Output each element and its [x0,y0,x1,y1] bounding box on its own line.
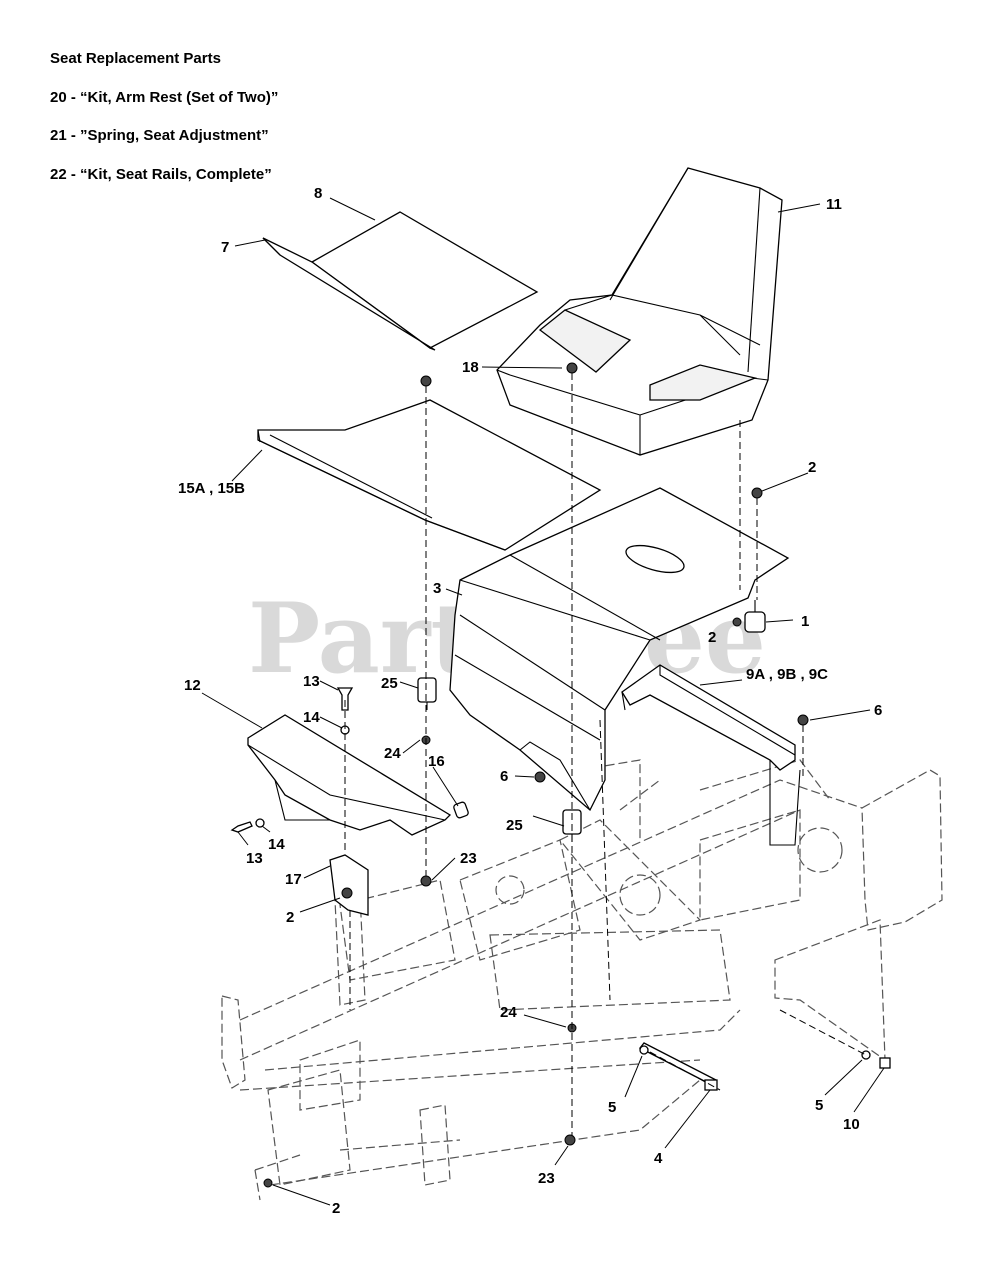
part-25-spacer-lower [562,809,582,842]
callout-23-lower: 23 [538,1170,555,1187]
part-2-nut-bumper [732,617,742,627]
part-2-nut-upper [751,487,763,499]
callout-8: 8 [314,185,322,202]
callout-14-upper: 14 [303,709,320,726]
callout-2-bumper: 2 [708,629,716,646]
callout-6-right: 6 [874,702,882,719]
callout-13-upper: 13 [303,673,320,690]
callout-labels: 8 7 11 18 15A , 15B 2 3 2 1 12 13 14 25 … [178,185,882,1217]
callout-10: 10 [843,1116,860,1133]
callout-24-upper: 24 [384,745,401,762]
part-7-seat-film [262,237,436,351]
part-4-bolt [638,1042,718,1091]
part-23-nut-lower [564,1134,576,1146]
part-9-rear-bracket [621,664,801,846]
part-12-side-bracket [247,714,452,836]
part-14-washer-lower [255,818,265,828]
part-1-bumper [744,600,766,633]
part-5-washer-left [639,1045,649,1055]
callout-13-lower: 13 [246,850,263,867]
callout-12: 12 [184,677,201,694]
part-3-seat-pan [449,487,790,812]
part-18-nut-left [420,375,432,387]
callout-18: 18 [462,359,479,376]
part-5-washer-right [861,1050,871,1060]
callout-25-lower: 25 [506,817,523,834]
assembly-lines [344,373,867,1135]
callout-15: 15A , 15B [178,480,245,497]
callout-2-upper: 2 [808,459,816,476]
callout-9: 9A , 9B , 9C [746,666,828,683]
part-6-nut-right [797,714,809,726]
part-10-bolt [879,1057,891,1069]
header-title: Seat Replacement Parts [50,50,221,67]
callout-2-bracket: 2 [286,909,294,926]
leader-lines [201,197,885,1206]
part-23-nut-upper [420,875,432,887]
part-8-seat-pan-cover [310,211,539,349]
callout-17: 17 [285,871,302,888]
callout-14-lower: 14 [268,836,285,853]
part-18-nut-right [566,362,578,374]
part-13-bolt-lower [230,821,253,833]
callout-6-left: 6 [500,768,508,785]
callout-4: 4 [654,1150,663,1167]
callout-2-lower: 2 [332,1200,340,1217]
part-6-nut-left [534,771,546,783]
callout-7: 7 [221,239,229,256]
part-16-plug [453,801,469,819]
header-line-22: 22 - “Kit, Seat Rails, Complete” [50,165,272,183]
callout-11: 11 [826,196,842,213]
part-13-bolt-upper [336,687,354,711]
callout-5-right: 5 [815,1097,823,1114]
mower-frame [221,759,943,1201]
header-line-20: 20 - “Kit, Arm Rest (Set of Two)” [50,88,279,106]
callout-25-upper: 25 [381,675,398,692]
callout-1: 1 [801,613,809,630]
part-2-nut-lower [263,1178,273,1188]
part-11-seat [496,167,783,456]
callout-3: 3 [433,580,441,597]
callout-23-upper: 23 [460,850,477,867]
callout-16: 16 [428,753,445,770]
header-line-21: 21 - ”Spring, Seat Adjustment” [50,127,269,144]
callout-5-left: 5 [608,1099,616,1116]
callout-24-lower: 24 [500,1004,517,1021]
part-15-seat-plate [257,399,602,551]
part-25-spacer-upper [417,677,437,710]
header-notes: Seat Replacement Parts 20 - “Kit, Arm Re… [50,48,278,202]
